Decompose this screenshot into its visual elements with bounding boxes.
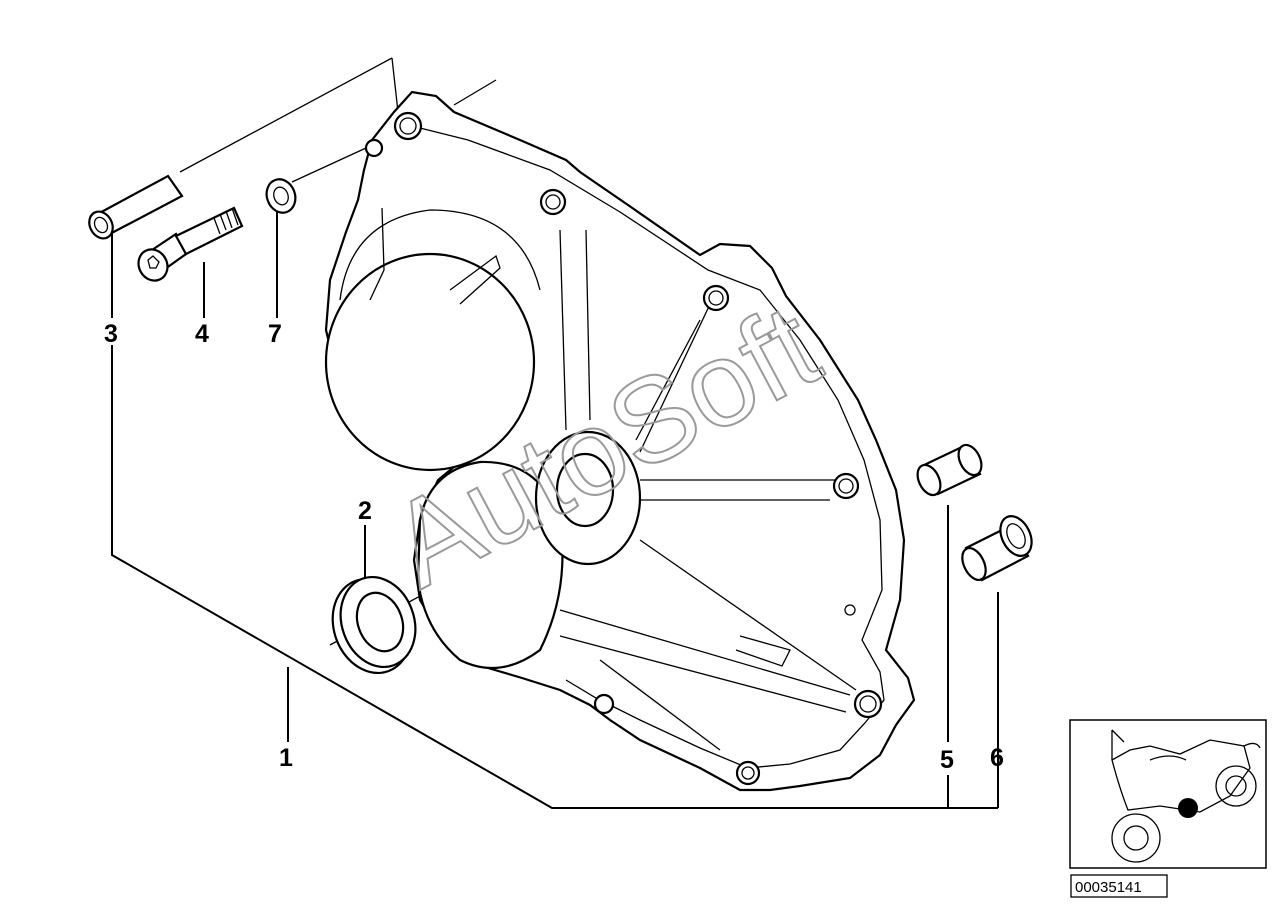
shaft-seal	[331, 575, 417, 675]
part-label-2: 2	[358, 497, 372, 525]
reference-code: 00035141	[1070, 874, 1168, 898]
bushing-sleeve	[916, 443, 983, 497]
part-label-4: 4	[195, 320, 209, 348]
part-label-6: 6	[990, 744, 1004, 772]
part-label-3: 3	[104, 320, 118, 348]
flanged-bushing	[961, 515, 1033, 582]
leader-lines	[111, 212, 999, 809]
location-marker-icon	[1178, 798, 1198, 818]
motorcycle-icon	[1111, 729, 1261, 863]
locator-thumbnail	[1069, 719, 1267, 869]
part-label-1: 1	[279, 744, 293, 772]
dowel-sleeve	[88, 174, 184, 240]
part-number-labels: 1 2 3 4 5 6 7	[104, 320, 1004, 774]
part-label-5: 5	[940, 746, 954, 774]
reference-code-text: 00035141	[1075, 879, 1142, 896]
socket-head-screw	[137, 206, 244, 282]
spring-washer	[265, 178, 297, 214]
part-label-7: 7	[268, 320, 282, 348]
gearbox-cover	[324, 90, 916, 792]
